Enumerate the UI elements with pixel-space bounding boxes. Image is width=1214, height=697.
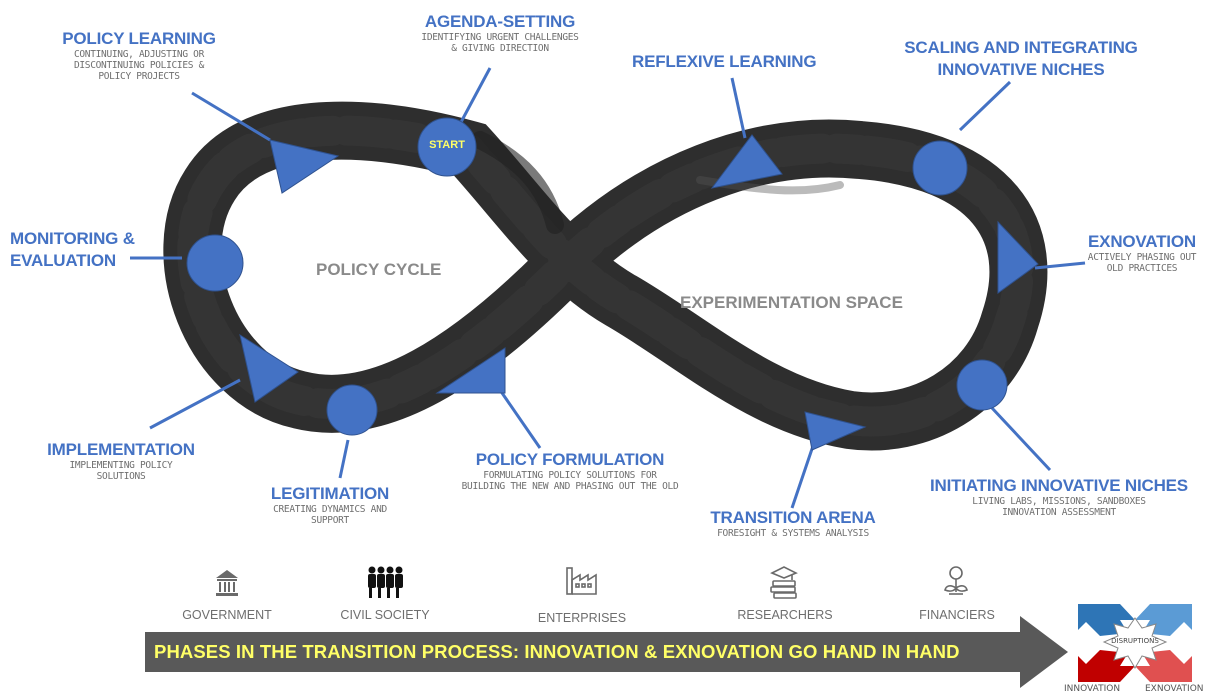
legitimation-title: LEGITIMATION: [270, 484, 390, 503]
start-label: START: [429, 139, 465, 151]
scaling-title-2: INNOVATIVE NICHES: [937, 60, 1105, 79]
policy-formulation-title: POLICY FORMULATION: [475, 450, 665, 469]
implementation: IMPLEMENTATION IMPLEMENTING POLICY SOLUT…: [36, 440, 206, 482]
transition-arena-title: TRANSITION ARENA: [710, 508, 876, 527]
books-graduation-icon: [770, 566, 798, 599]
agenda-setting: AGENDA-SETTING IDENTIFYING URGENT CHALLE…: [410, 12, 590, 54]
stakeholder-civil-society: CIVIL SOCIETY: [340, 608, 430, 622]
experimentation-space-label: EXPERIMENTATION SPACE: [680, 293, 903, 312]
policy-learning-subtitle-3: POLICY PROJECTS: [98, 71, 180, 82]
disruptions-graphic: [1078, 604, 1192, 682]
government-building-icon: [216, 570, 238, 596]
transition-arena-subtitle-1: FORESIGHT & SYSTEMS ANALYSIS: [717, 528, 869, 539]
innovation-label: INNOVATION: [1064, 684, 1121, 694]
phase-circles: [186, 117, 1008, 436]
triangle-marker: [997, 220, 1039, 294]
legitimation: LEGITIMATION CREATING DYNAMICS AND SUPPO…: [255, 484, 405, 526]
triangle-marker: [435, 347, 506, 394]
agenda-setting-title: AGENDA-SETTING: [424, 12, 576, 31]
circle-marker: [326, 384, 378, 436]
banner-arrow: [145, 616, 1068, 688]
people-group-icon: [368, 566, 403, 598]
reflexive-learning: REFLEXIVE LEARNING: [632, 52, 817, 72]
monitoring-title-2: EVALUATION: [10, 251, 116, 270]
monitoring-title-1: MONITORING &: [10, 229, 135, 248]
triangle-marker: [269, 139, 340, 194]
transition-arena: TRANSITION ARENA FORESIGHT & SYSTEMS ANA…: [698, 508, 888, 539]
initiating-subtitle-1: LIVING LABS, MISSIONS, SANDBOXES: [972, 496, 1146, 507]
initiating-title: INITIATING INNOVATIVE NICHES: [930, 476, 1188, 495]
legitimation-subtitle-2: SUPPORT: [311, 515, 349, 526]
factory-icon: [566, 567, 597, 595]
disruptions-label: DISRUPTIONS: [1111, 637, 1159, 645]
reflexive-learning-title: REFLEXIVE LEARNING: [632, 52, 817, 71]
exnovation-subtitle-1: ACTIVELY PHASING OUT: [1087, 252, 1197, 263]
implementation-subtitle-2: SOLUTIONS: [96, 471, 146, 482]
policy-learning-subtitle-1: CONTINUING, ADJUSTING OR: [73, 49, 205, 60]
start-circle: [417, 117, 477, 177]
implementation-subtitle-1: IMPLEMENTING POLICY: [69, 460, 173, 471]
agenda-setting-subtitle-1: IDENTIFYING URGENT CHALLENGES: [421, 32, 579, 43]
initiating-subtitle-2: INNOVATION ASSESSMENT: [1002, 507, 1116, 518]
pointer-lines: [130, 67, 1086, 509]
stakeholder-enterprises: ENTERPRISES: [537, 611, 627, 625]
policy-learning-subtitle-2: DISCONTINUING POLICIES &: [73, 60, 205, 71]
policy-cycle-label: POLICY CYCLE: [316, 260, 442, 279]
banner-text: PHASES IN THE TRANSITION PROCESS: INNOVA…: [154, 641, 960, 662]
agenda-setting-subtitle-2: & GIVING DIRECTION: [451, 43, 549, 54]
triangle-marker: [804, 411, 867, 451]
money-plant-icon: [944, 566, 968, 595]
policy-formulation-subtitle-1: FORMULATING POLICY SOLUTIONS FOR: [483, 470, 657, 481]
exnovation-label: EXNOVATION: [1145, 684, 1204, 694]
stakeholder-financiers: FINANCIERS: [919, 608, 995, 622]
triangle-marker: [710, 134, 783, 189]
scaling-title-1: SCALING AND INTEGRATING: [904, 38, 1138, 57]
circle-marker: [912, 140, 968, 196]
policy-learning-title: POLICY LEARNING: [62, 29, 216, 48]
stakeholder-researchers: RESEARCHERS: [737, 608, 833, 622]
phase-triangles: [239, 134, 1039, 451]
implementation-title: IMPLEMENTATION: [47, 440, 195, 459]
policy-formulation: POLICY FORMULATION FORMULATING POLICY SO…: [440, 450, 700, 492]
policy-learning: POLICY LEARNING CONTINUING, ADJUSTING OR…: [44, 29, 234, 82]
stakeholder-government: GOVERNMENT: [182, 608, 272, 622]
initiating-innovative-niches: INITIATING INNOVATIVE NICHES LIVING LABS…: [914, 476, 1204, 518]
exnovation-subtitle-2: OLD PRACTICES: [1106, 263, 1178, 274]
legitimation-subtitle-1: CREATING DYNAMICS AND: [273, 504, 387, 515]
policy-formulation-subtitle-2: BUILDING THE NEW AND PHASING OUT THE OLD: [461, 481, 679, 492]
circle-marker: [186, 234, 244, 292]
monitoring-evaluation: MONITORING & EVALUATION: [10, 228, 135, 272]
triangle-marker: [239, 333, 299, 403]
scaling-integrating: SCALING AND INTEGRATING INNOVATIVE NICHE…: [886, 37, 1156, 81]
exnovation: EXNOVATION ACTIVELY PHASING OUT OLD PRAC…: [1072, 232, 1212, 274]
exnovation-title: EXNOVATION: [1088, 232, 1196, 251]
circle-marker: [956, 359, 1008, 411]
